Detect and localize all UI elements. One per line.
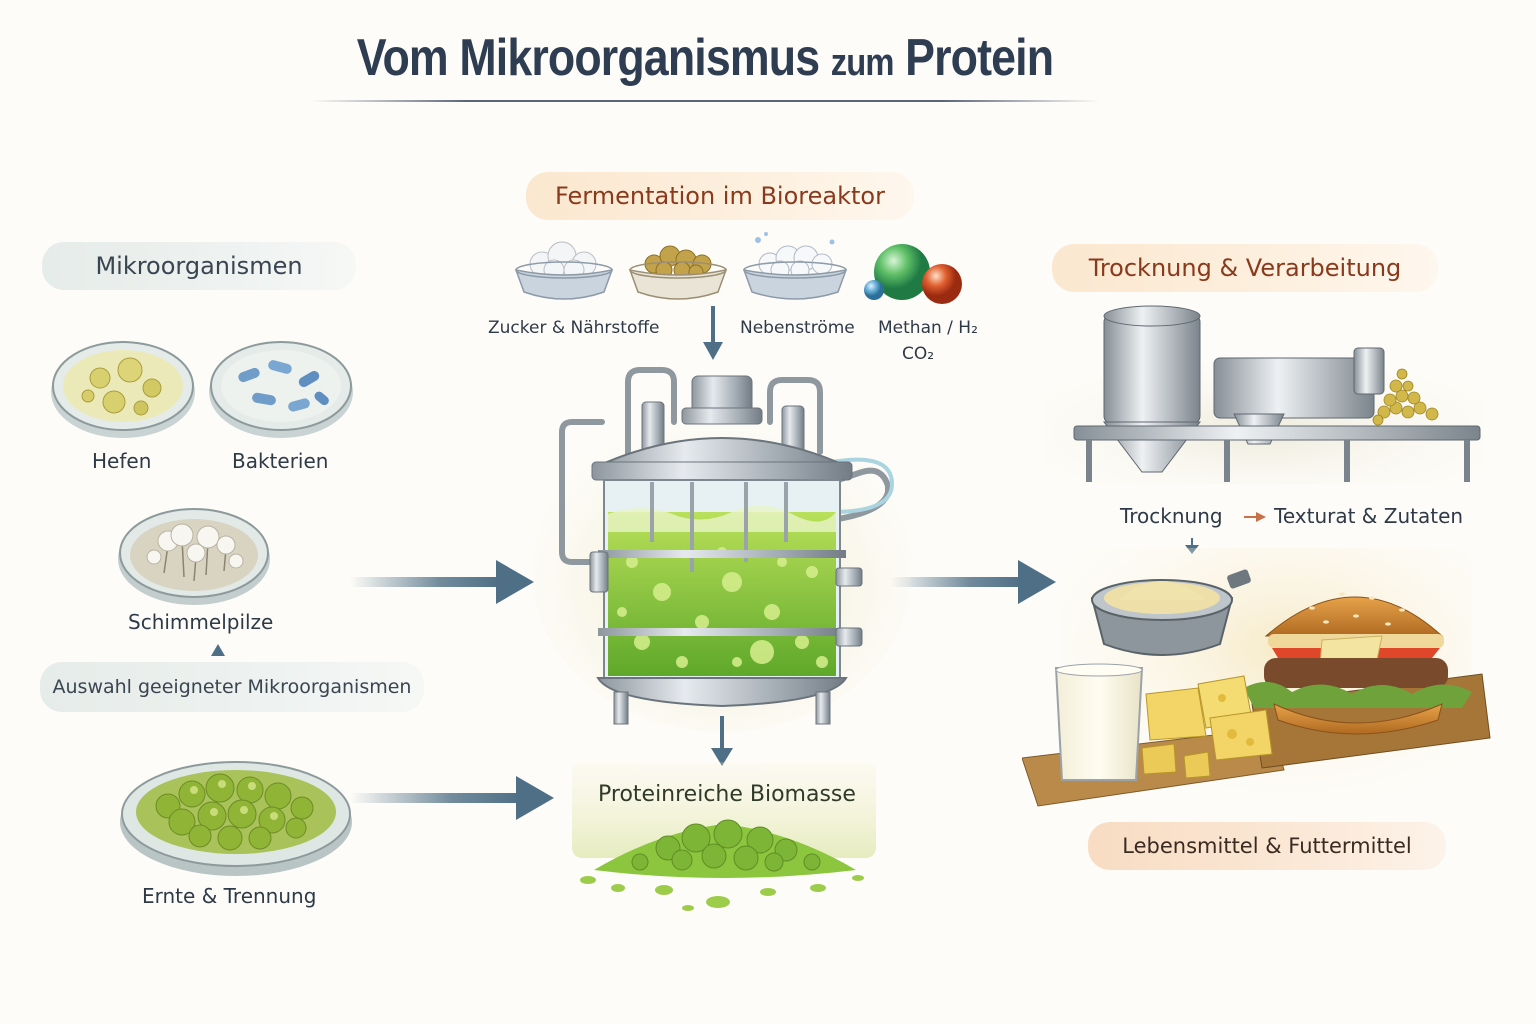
input-label-methane: Methan / H₂ xyxy=(878,318,978,338)
down-arrow-icon xyxy=(703,306,723,360)
harvest-label: Ernte & Trennung xyxy=(142,884,317,908)
sidestream-bowl-icon xyxy=(742,232,848,300)
bioreactor-icon xyxy=(532,367,912,732)
bacteria-dish-icon xyxy=(209,341,353,438)
yeast-label: Hefen xyxy=(92,449,152,473)
title-underline xyxy=(310,100,1100,102)
mold-dish-icon xyxy=(118,508,270,605)
drying-plant-icon xyxy=(1044,305,1484,484)
sugar-bowl-icon xyxy=(514,241,614,300)
input-label-sugar: Zucker & Nährstoffe xyxy=(488,318,660,338)
arrow-to-processing-icon xyxy=(890,560,1056,604)
yeast-dish-icon xyxy=(51,341,195,438)
biomass-pile-icon xyxy=(572,762,876,911)
nutrient-bowl-icon xyxy=(628,245,728,300)
gas-spheres-icon xyxy=(864,244,962,304)
drying-label: Trocknung xyxy=(1120,504,1223,528)
arrow-to-bioreactor-icon xyxy=(350,560,534,604)
texturate-label: Texturat & Zutaten xyxy=(1274,504,1464,528)
up-arrow-icon xyxy=(211,644,225,656)
page-title: Vom Mikroorganismus zum Protein xyxy=(99,28,1312,88)
title-part-3: Protein xyxy=(905,29,1054,87)
arrow-to-biomass-icon xyxy=(350,776,554,820)
title-part-1: Vom Mikroorganismus xyxy=(356,29,820,87)
mold-label: Schimmelpilze xyxy=(128,610,274,634)
processing-header: Trocknung & Verarbeitung xyxy=(1052,244,1438,292)
food-feed-pill: Lebensmittel & Futtermittel xyxy=(1088,822,1446,870)
input-label-co2: CO₂ xyxy=(902,344,935,364)
title-part-2: zum xyxy=(830,42,895,84)
right-arrow-icon xyxy=(1244,512,1266,522)
fermentation-header: Fermentation im Bioreaktor xyxy=(526,172,914,220)
food-products-icon xyxy=(1022,548,1491,807)
down-arrow-biomass-icon xyxy=(711,716,733,766)
input-label-sidestreams: Nebenströme xyxy=(740,318,855,338)
bacteria-label: Bakterien xyxy=(232,449,329,473)
selection-pill: Auswahl geeigneter Mikroorganismen xyxy=(40,662,424,712)
biomass-label: Proteinreiche Biomasse xyxy=(598,782,856,807)
harvest-dish-icon xyxy=(120,761,352,876)
mikroorganismen-header: Mikroorganismen xyxy=(42,242,356,290)
